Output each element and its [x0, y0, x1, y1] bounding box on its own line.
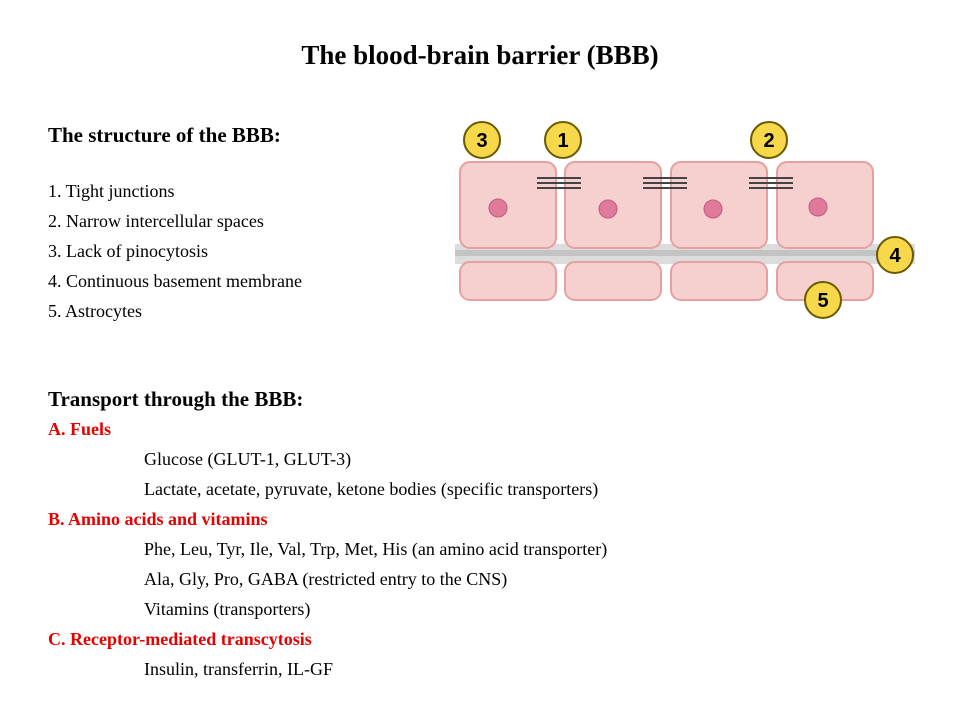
- astrocyte-cells: [459, 261, 874, 301]
- tight-junctions: [537, 177, 793, 189]
- nucleus: [703, 199, 723, 219]
- astrocyte: [459, 261, 557, 301]
- svg-text:2: 2: [763, 130, 774, 152]
- category-label: A. Fuels: [48, 419, 111, 439]
- svg-text:3: 3: [476, 130, 487, 152]
- category-item: Lactate, acetate, pyruvate, ketone bodie…: [144, 479, 599, 499]
- nucleus: [808, 197, 828, 217]
- category-label: C. Receptor-mediated transcytosis: [48, 629, 312, 649]
- category-item: Insulin, transferrin, IL-GF: [144, 659, 333, 679]
- endothelial-cells: [459, 161, 874, 249]
- slide-title: The blood-brain barrier (BBB): [301, 40, 659, 70]
- structure-list: 1. Tight junctions 2. Narrow intercellul…: [48, 176, 302, 326]
- svg-text:1: 1: [557, 130, 568, 152]
- nucleus: [598, 199, 618, 219]
- category-item: Ala, Gly, Pro, GABA (restricted entry to…: [144, 569, 508, 589]
- structure-item: 4. Continuous basement membrane: [48, 271, 302, 291]
- structure-item: 2. Narrow intercellular spaces: [48, 211, 264, 231]
- category-label: B. Amino acids and vitamins: [48, 509, 268, 529]
- structure-item: 5. Astrocytes: [48, 301, 142, 321]
- astrocyte: [670, 261, 768, 301]
- svg-text:4: 4: [889, 245, 901, 267]
- number-badges: 3 1 2 4 5: [463, 121, 914, 319]
- badge-2: 2: [750, 121, 788, 159]
- badge-3: 3: [463, 121, 501, 159]
- badge-5: 5: [804, 281, 842, 319]
- bbb-diagram: 3 1 2 4 5: [455, 121, 915, 319]
- structure-heading: The structure of the BBB:: [48, 123, 281, 147]
- category-item: Vitamins (transporters): [144, 599, 311, 619]
- structure-item: 1. Tight junctions: [48, 181, 175, 201]
- badge-4: 4: [876, 236, 914, 274]
- transport-list: A. Fuels Glucose (GLUT-1, GLUT-3) Lactat…: [48, 414, 607, 684]
- endothelial-cell: [459, 161, 557, 249]
- category-item: Glucose (GLUT-1, GLUT-3): [144, 449, 352, 469]
- astrocyte: [564, 261, 662, 301]
- badge-1: 1: [544, 121, 582, 159]
- svg-text:5: 5: [817, 290, 828, 312]
- nucleus: [488, 198, 508, 218]
- structure-item: 3. Lack of pinocytosis: [48, 241, 208, 261]
- category-item: Phe, Leu, Tyr, Ile, Val, Trp, Met, His (…: [144, 539, 608, 559]
- transport-heading: Transport through the BBB:: [48, 387, 304, 411]
